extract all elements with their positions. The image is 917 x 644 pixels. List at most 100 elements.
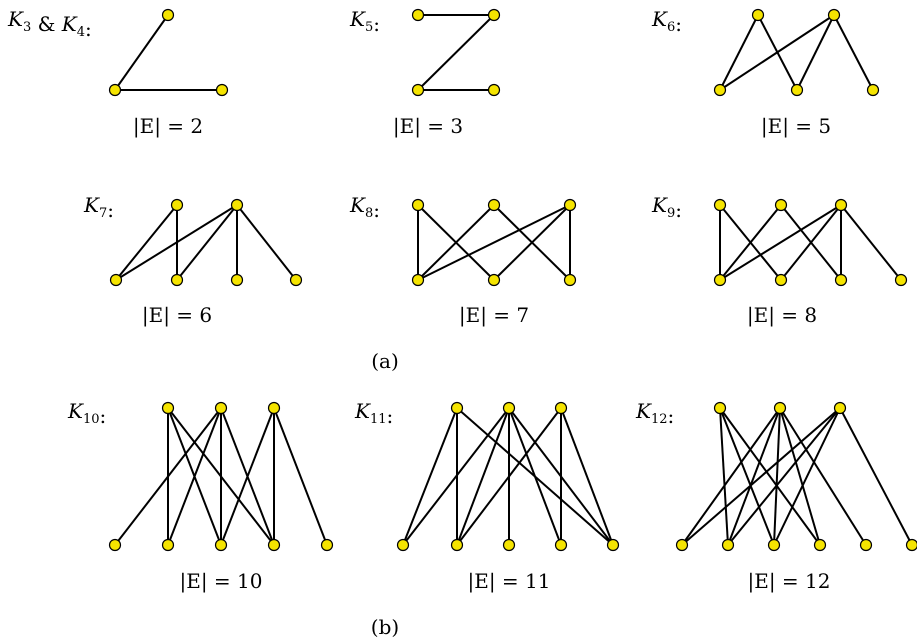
- vertex-k10-6: [267, 538, 281, 552]
- vertex-k11-6: [554, 538, 568, 552]
- edge-k6-2: [719, 14, 835, 91]
- edge-k10-4: [167, 407, 222, 546]
- edge-k6-4: [833, 14, 874, 91]
- vertex-k9-4: [774, 273, 788, 287]
- graph-name-k3-k4: K3 & K4:: [7, 7, 92, 41]
- edge-k12-8: [681, 407, 841, 546]
- edge-k3-k4-0: [114, 14, 169, 91]
- vertex-k8-4: [487, 273, 501, 287]
- vertex-k7-5: [289, 273, 303, 287]
- vertex-k11-4: [450, 538, 464, 552]
- graph-k10: K10: |E| = 10: [67, 399, 334, 594]
- edge-k8-4: [417, 204, 571, 281]
- vertex-k7-1: [230, 198, 244, 212]
- edge-k12-3: [681, 407, 781, 546]
- graph-name-k9: K9:: [651, 193, 682, 222]
- vertex-k12-5: [767, 538, 781, 552]
- vertex-k12-1: [773, 401, 787, 415]
- vertex-k12-7: [859, 538, 873, 552]
- edge-count-label-k7: |E| = 6: [142, 303, 212, 328]
- vertex-k10-4: [161, 538, 175, 552]
- edge-count-label-k6: |E| = 5: [761, 114, 831, 139]
- edge-k6-0: [719, 14, 759, 91]
- edge-count-label-k9: |E| = 8: [747, 303, 817, 328]
- vertex-k11-3: [396, 538, 410, 552]
- graph-name-k8: K8:: [349, 193, 380, 222]
- edge-k9-5: [780, 204, 842, 281]
- edge-k11-6: [508, 407, 562, 546]
- graph-k11: K11: |E| = 11: [354, 399, 620, 594]
- vertex-k11-7: [606, 538, 620, 552]
- edge-k12-5: [773, 407, 781, 546]
- vertex-k6-4: [866, 83, 880, 97]
- edge-k12-4: [727, 407, 781, 546]
- edge-count-label-k3-k4: |E| = 2: [133, 114, 203, 139]
- edge-k7-2: [115, 204, 238, 281]
- vertex-k8-2: [563, 198, 577, 212]
- edge-k9-4: [719, 204, 842, 281]
- edge-k12-9: [727, 407, 841, 546]
- vertex-k9-1: [774, 198, 788, 212]
- vertex-k12-6: [813, 538, 827, 552]
- vertex-k11-5: [502, 538, 516, 552]
- edge-k10-7: [220, 407, 275, 546]
- vertex-k3-k4-2: [215, 83, 229, 97]
- edge-count-label-k10: |E| = 10: [180, 569, 263, 594]
- edge-k6-3: [796, 14, 835, 91]
- vertex-k9-3: [713, 273, 727, 287]
- graph-name-k6: K6:: [651, 7, 682, 36]
- vertex-k3-k4-0: [161, 8, 175, 22]
- vertex-k10-5: [214, 538, 228, 552]
- vertex-k6-1: [827, 8, 841, 22]
- edge-k11-0: [402, 407, 458, 546]
- vertex-k9-2: [834, 198, 848, 212]
- edge-k9-2: [719, 204, 782, 281]
- graph-name-k10: K10:: [67, 399, 106, 428]
- vertex-k8-1: [487, 198, 501, 212]
- edge-k11-8: [456, 407, 562, 546]
- vertex-k8-5: [563, 273, 577, 287]
- edge-count-label-k11: |E| = 11: [468, 569, 551, 594]
- edge-count-label-k5: |E| = 3: [393, 114, 463, 139]
- edge-k12-1: [719, 407, 775, 546]
- edge-k12-10: [773, 407, 841, 546]
- vertex-k7-4: [230, 273, 244, 287]
- graph-k3-k4: K3 & K4: |E| = 2: [7, 7, 229, 139]
- graph-k5: K5:|E| = 3: [349, 7, 501, 139]
- edge-k11-4: [456, 407, 510, 546]
- edge-k5-1: [417, 14, 495, 91]
- vertex-k7-2: [109, 273, 123, 287]
- vertex-k10-0: [161, 401, 175, 415]
- edge-k12-0: [719, 407, 729, 546]
- edge-k8-5: [493, 204, 571, 281]
- vertex-k12-0: [713, 401, 727, 415]
- vertex-k12-8: [905, 538, 917, 552]
- vertex-k12-2: [833, 401, 847, 415]
- edge-k11-10: [560, 407, 614, 546]
- edge-count-label-k12: |E| = 12: [748, 569, 831, 594]
- graph-name-k12: K12:: [635, 399, 674, 428]
- caption-a: (a): [371, 349, 399, 373]
- edge-k10-3: [114, 407, 222, 546]
- vertex-k6-3: [790, 83, 804, 97]
- vertex-k7-0: [170, 198, 184, 212]
- vertex-k7-3: [170, 273, 184, 287]
- vertex-k3-k4-1: [108, 83, 122, 97]
- vertex-k9-0: [713, 198, 727, 212]
- vertex-k10-1: [214, 401, 228, 415]
- vertex-k9-5: [834, 273, 848, 287]
- graph-k6: K6: |E| = 5: [651, 7, 880, 139]
- graph-name-k11: K11:: [354, 399, 393, 428]
- edge-k12-11: [839, 407, 913, 546]
- vertex-k5-1: [487, 8, 501, 22]
- edge-k12-2: [719, 407, 821, 546]
- vertex-k11-0: [450, 401, 464, 415]
- vertex-k12-3: [675, 538, 689, 552]
- vertex-k10-7: [320, 538, 334, 552]
- edge-k7-0: [115, 204, 178, 281]
- edge-k7-5: [236, 204, 297, 281]
- edge-k7-3: [176, 204, 238, 281]
- vertex-k11-1: [502, 401, 516, 415]
- vertex-k10-2: [267, 401, 281, 415]
